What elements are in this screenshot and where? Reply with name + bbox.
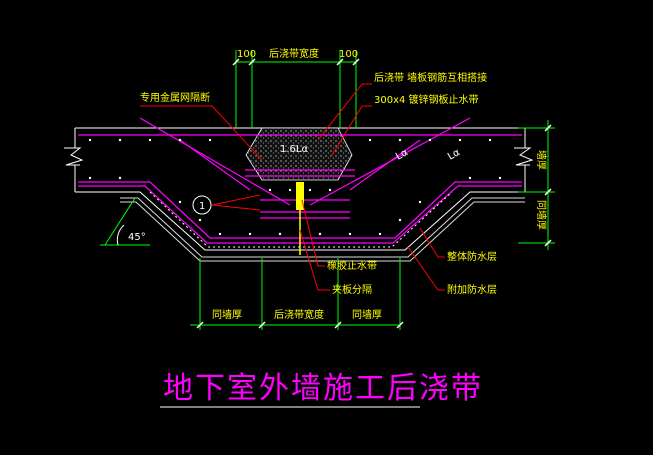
dimension-ticks bbox=[196, 58, 552, 329]
rubber-waterstop-label: 橡胶止水带 bbox=[327, 259, 377, 272]
dim-left-label: 100 bbox=[237, 49, 256, 60]
la-label-2: Lα bbox=[446, 147, 462, 163]
drawing-title: 地下室外墙施工后浇带 bbox=[163, 371, 483, 406]
rubber-waterstop bbox=[296, 182, 304, 210]
dim-right-label: 100 bbox=[339, 49, 358, 60]
waterproof-overall-label: 整体防水层 bbox=[447, 250, 497, 263]
wall-thickness-right-2: 同墙厚 bbox=[535, 200, 548, 230]
bottom-left-label: 同墙厚 bbox=[212, 308, 242, 321]
hatched-lap-zone bbox=[245, 127, 353, 181]
wall-thickness-right-1: 墙厚 bbox=[535, 150, 548, 170]
plywood-divider-label: 夹板分隔 bbox=[332, 283, 372, 296]
top-note-label: 后浇带 墙板钢筋互相搭接 bbox=[374, 71, 487, 84]
marker-label: 1 bbox=[199, 201, 205, 212]
break-symbol-left bbox=[64, 147, 84, 166]
dimension-lines bbox=[100, 50, 555, 330]
metal-mesh-label: 专用金属网隔断 bbox=[140, 91, 210, 104]
bottom-center-label: 后浇带宽度 bbox=[274, 308, 324, 321]
text-labels: 100 后浇带宽度 100 专用金属网隔断 后浇带 墙板钢筋互相搭接 300x4… bbox=[128, 47, 548, 406]
dim-center-label: 后浇带宽度 bbox=[269, 47, 319, 60]
waterproof-extra-label: 附加防水层 bbox=[447, 283, 497, 296]
angle-arc bbox=[116, 224, 125, 246]
la-label-1: Lα bbox=[394, 147, 410, 163]
waterstop-steel-label: 300x4 镀锌钢板止水带 bbox=[374, 93, 479, 106]
bottom-right-label: 同墙厚 bbox=[352, 308, 382, 321]
detail-marker-circle bbox=[192, 195, 212, 215]
leader-lines bbox=[140, 83, 445, 291]
lap-length-label: 1.6Lα bbox=[280, 144, 308, 155]
break-symbol-right bbox=[514, 147, 534, 166]
angle-label: 45° bbox=[128, 232, 146, 243]
rebar-dots bbox=[88, 138, 502, 236]
